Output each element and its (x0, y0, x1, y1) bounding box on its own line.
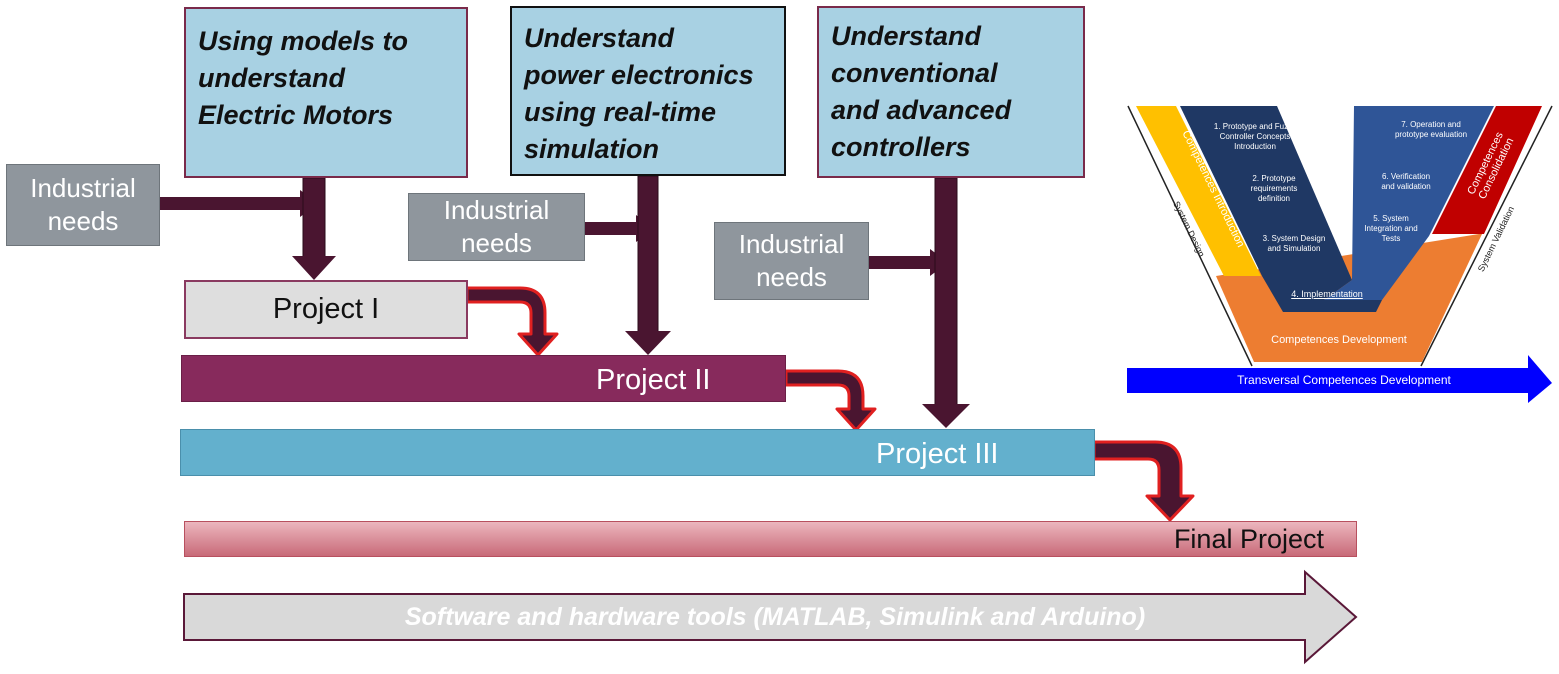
industrial-needs-box-1: Industrial needs (6, 164, 160, 246)
project-1-label: Project I (272, 293, 380, 325)
v-step-7: 7. Operation and prototype evaluation (1394, 120, 1468, 139)
v-red-band (1432, 106, 1542, 234)
industrial-needs-box-3: Industrial needs (714, 222, 869, 300)
v-blue-left (1180, 106, 1352, 300)
transversal-label: Transversal Competences Development (1237, 373, 1451, 387)
project-2-label: Project II (596, 364, 711, 396)
v-implementation-block (1276, 300, 1382, 312)
competences-development-label: Competences Development (1271, 334, 1407, 346)
industrial-needs-box-2: Industrial needs (408, 193, 585, 261)
project-link-arrow-3 (1092, 440, 1195, 522)
tools-arrow-shape (183, 569, 1358, 665)
v-model-figure: 1. Prototype and Fuzzy Controller Concep… (1124, 104, 1554, 409)
v-blue-right (1324, 106, 1494, 300)
topic-down-arrow-2 (625, 175, 671, 355)
v-model-shapes (1127, 105, 1553, 403)
v-step-1: 1. Prototype and Fuzzy Controller Concep… (1213, 122, 1297, 151)
project-1-bar: Project I (184, 280, 468, 339)
topic-down-arrow-3 (922, 177, 970, 428)
project-3-label: Project III (876, 438, 999, 470)
tools-arrow-label: Software and hardware tools (MATLAB, Sim… (404, 603, 1146, 631)
project-link-arrow-1 (465, 286, 559, 357)
project-2-bar: Project II (181, 355, 786, 402)
needs-arrow-1 (158, 190, 318, 217)
v-step-6: 6. Verification and validation (1381, 172, 1431, 191)
final-project-label: Final Project (1173, 524, 1324, 554)
v-step-3: 3. System Design and Simulation (1262, 234, 1326, 253)
topic-box-controllers: Understand conventional and advanced con… (817, 6, 1085, 178)
topic-down-arrow-1 (292, 177, 336, 280)
v-step-4: 4. Implementation (1291, 289, 1363, 299)
topic-box-motors: Using models to understand Electric Moto… (184, 7, 468, 178)
v-yellow-band (1136, 106, 1261, 276)
topic-box-power-electronics: Understand power electronics using real-… (510, 6, 786, 176)
v-step-5: 5. System Integration and Tests (1364, 214, 1418, 243)
project-link-arrow-2 (784, 369, 877, 432)
project-3-bar: Project III (180, 429, 1095, 476)
transversal-arrow-shape (1127, 355, 1552, 403)
final-project-bar: Final Project (184, 521, 1357, 557)
v-step-2: 2. Prototype requirements definition (1250, 174, 1298, 203)
